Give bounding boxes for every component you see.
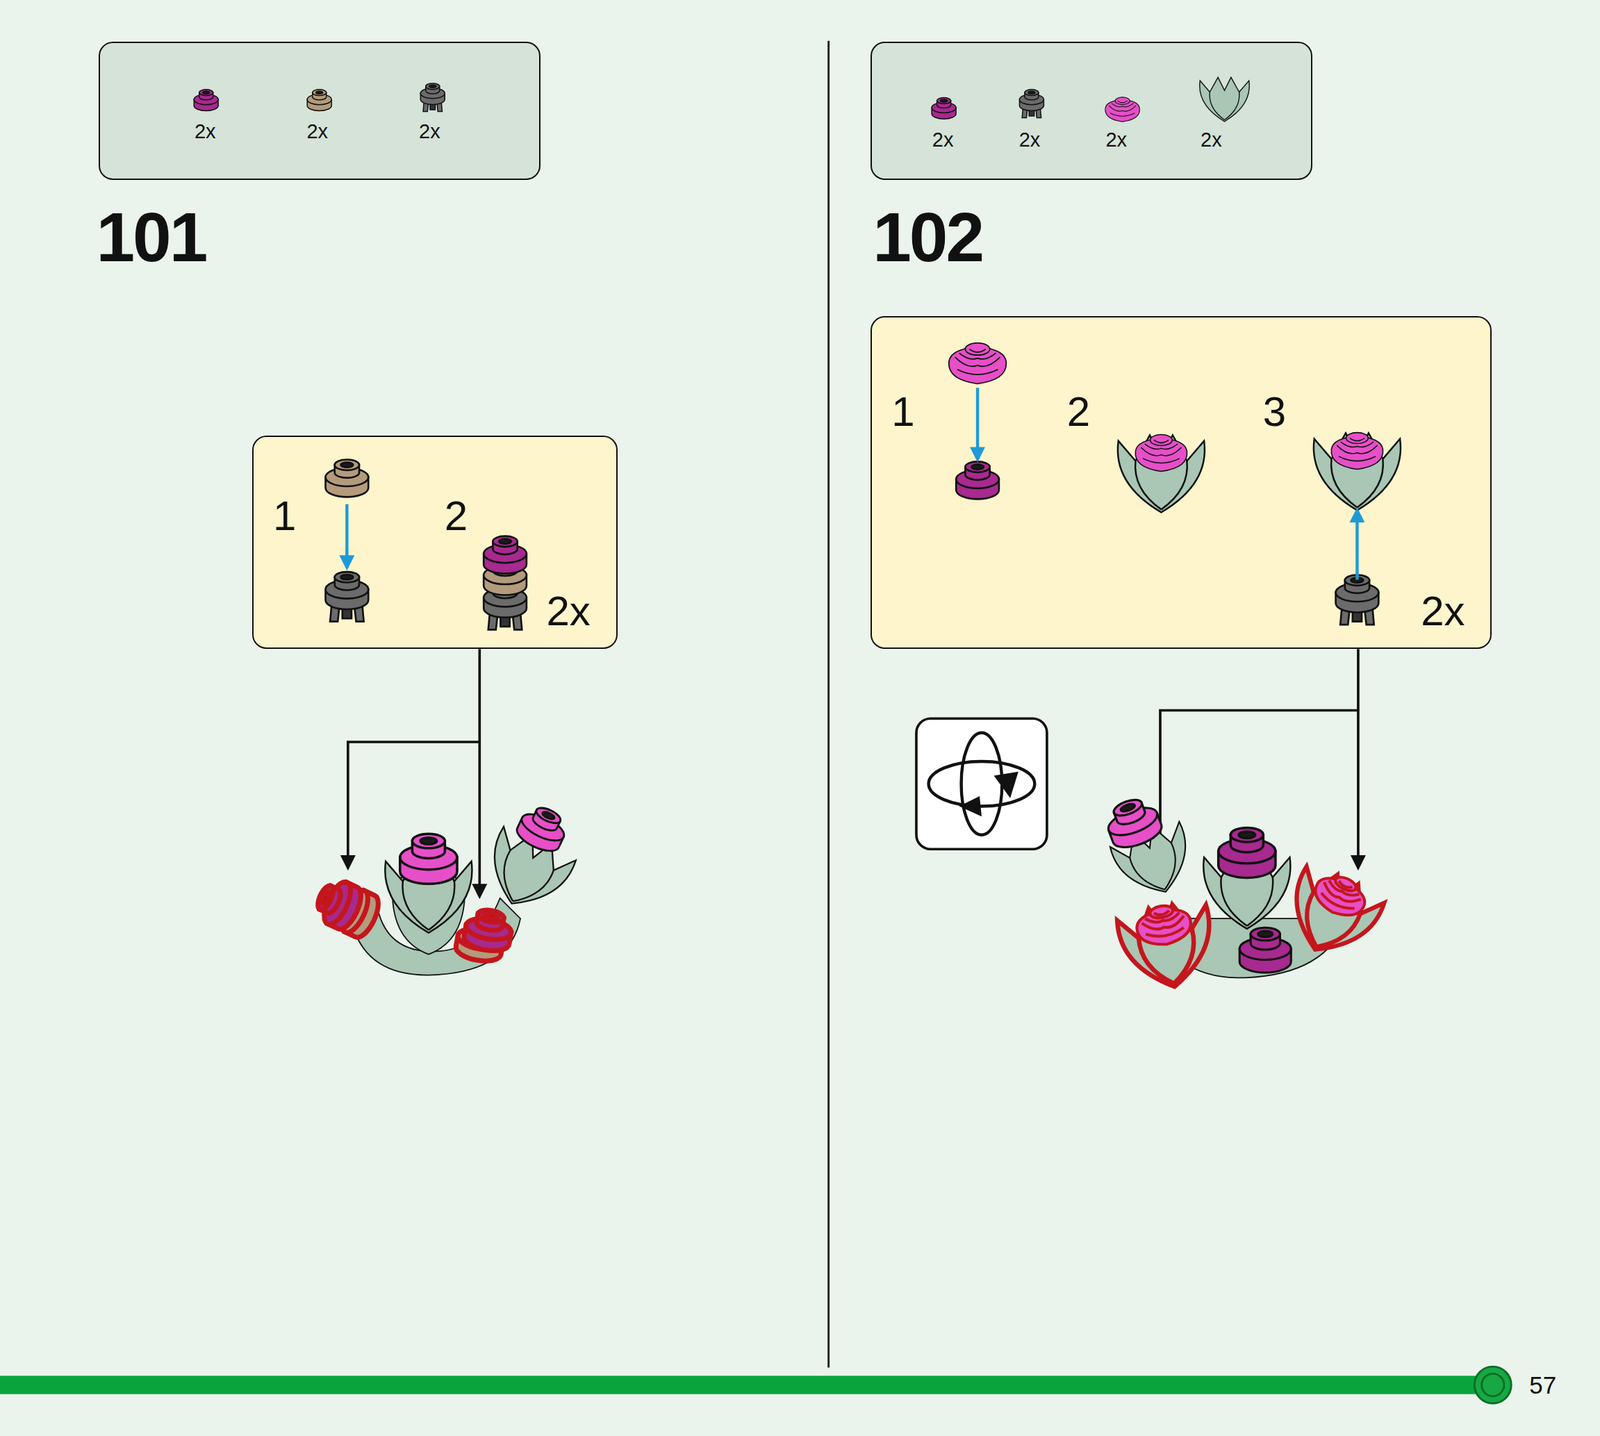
- sub-step-number: 2: [1067, 391, 1091, 433]
- quantity-label: 2x: [932, 129, 954, 151]
- quantity-label: 2x: [1019, 129, 1041, 151]
- quantity-label: 2x: [194, 121, 217, 142]
- quantity-label: 2x: [1420, 590, 1465, 633]
- page-number: 57: [1529, 1372, 1557, 1398]
- step-number: 101: [95, 202, 206, 272]
- parts-list-box: 2x 2x 2x 2x: [870, 41, 1313, 180]
- sub-step-number: 2: [444, 495, 468, 538]
- sub-step-callout: 1 2 2x: [252, 435, 618, 649]
- parts-list-box: 2x 2x 2x: [98, 41, 541, 180]
- quantity-label: 2x: [306, 121, 328, 142]
- sub-step-number: 3: [1263, 391, 1286, 433]
- quantity-label: 2x: [546, 590, 590, 633]
- sub-step-number: 1: [891, 391, 915, 433]
- quantity-label: 2x: [1200, 129, 1223, 151]
- step-number: 102: [872, 202, 983, 272]
- sub-step-number: 1: [273, 495, 296, 538]
- quantity-label: 2x: [418, 121, 441, 142]
- quantity-label: 2x: [1105, 129, 1127, 151]
- sub-step-callout: 1 2 3 2x: [870, 316, 1492, 649]
